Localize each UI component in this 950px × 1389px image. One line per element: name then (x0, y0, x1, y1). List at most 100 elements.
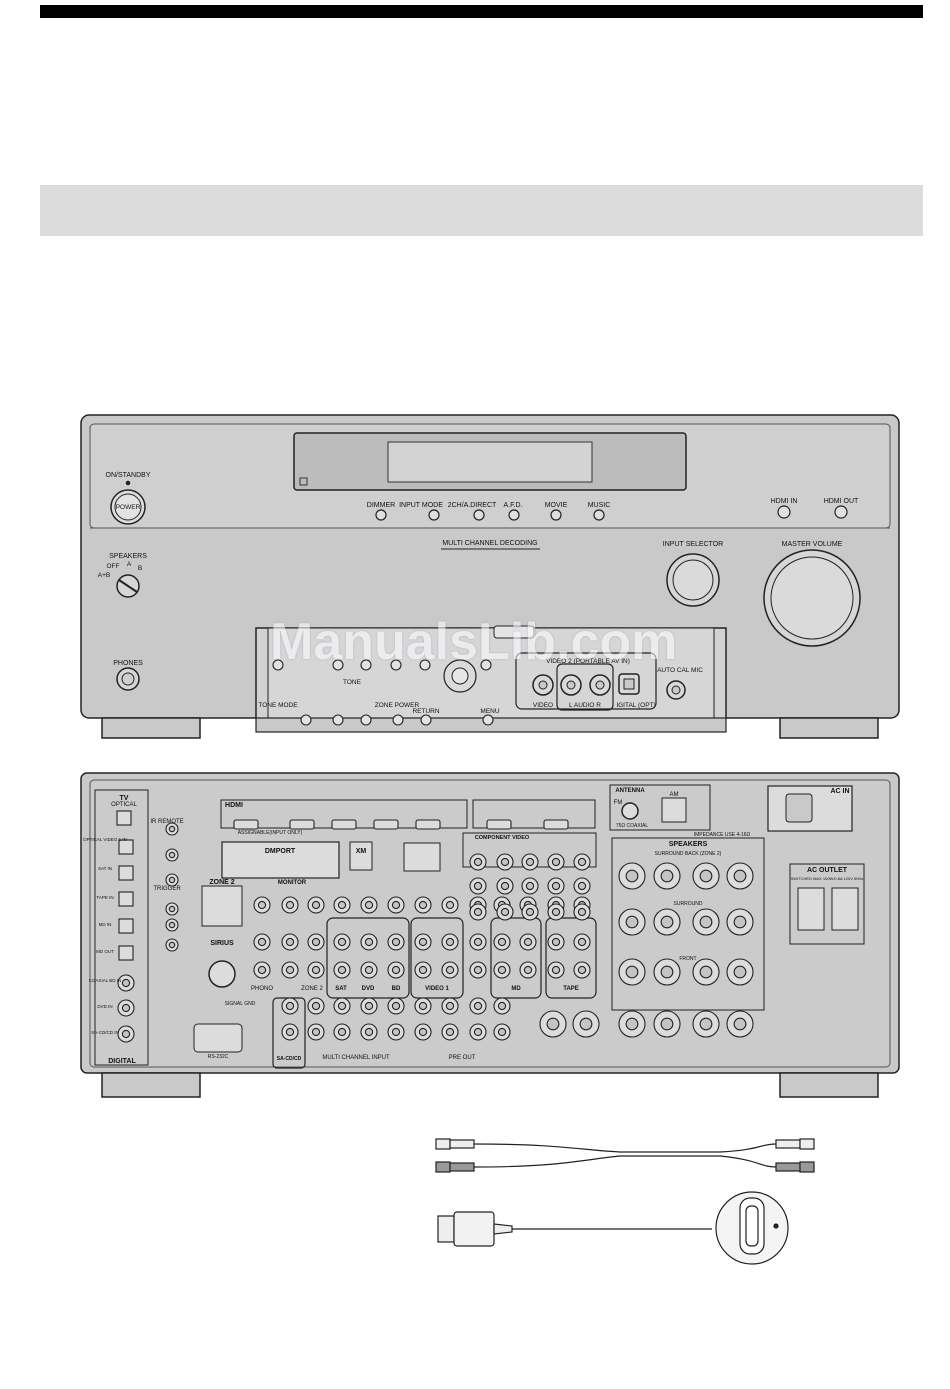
component-jack-0-4-center (577, 857, 587, 867)
rca-lower-1-0-center (285, 1027, 295, 1037)
rca-jack-1-9-center (497, 937, 507, 947)
label-tape: TAPE (563, 986, 579, 992)
component-jack-2-1-center (500, 907, 510, 917)
speaker-terminal-0-1-center (660, 869, 674, 883)
label-phono: PHONO (251, 986, 273, 992)
rca-lower-0-3-center (364, 1001, 374, 1011)
coaxial-jack-0-center (121, 978, 131, 988)
label-speakers-b: B (138, 565, 142, 572)
rca-jack-1-11-center (551, 937, 561, 947)
label-md-out: MD OUT (96, 949, 114, 954)
ir-trigger-jack-3-center (168, 905, 176, 913)
section-heading-band (40, 185, 923, 236)
speaker-terminal-0-3-center (733, 869, 747, 883)
label-multi-channel-input: MULTI CHANNEL INPUT (322, 1055, 390, 1061)
speaker-terminal-3-2-center (699, 1017, 713, 1031)
label-2ch-direct: 2CH/A.DIRECT (448, 502, 497, 509)
speaker-terminal-3-3-center (733, 1017, 747, 1031)
rca-jack-2-10-center (523, 965, 533, 975)
label-ac-in: AC IN (830, 788, 849, 795)
label-tone: TONE (343, 679, 362, 686)
label-input-selector: INPUT SELECTOR (663, 541, 723, 548)
label-tape-in: TAPE IN (96, 895, 113, 900)
rca-jack-0-6-center (418, 900, 428, 910)
cables-illustration (435, 1138, 815, 1265)
rca-jack-1-5-center (391, 937, 401, 947)
hdmi-port-0 (233, 819, 259, 830)
label-sirius: SIRIUS (210, 940, 234, 947)
rca-jack-2-1-center (285, 965, 295, 975)
label-fm: FM (614, 800, 623, 806)
ir-trigger-jack-2-center (168, 876, 176, 884)
rca-lower-1-1-center (311, 1027, 321, 1037)
rca-lower-0-5-center (418, 1001, 428, 1011)
label-auto-cal-mic: AUTO CAL MIC (657, 667, 703, 674)
label-surround: SURROUND (674, 901, 703, 907)
optical-jack-3 (118, 918, 134, 934)
label-video: VIDEO (533, 702, 553, 709)
rca-jack-0-7-center (445, 900, 455, 910)
rear-panel (80, 772, 900, 1098)
label-tv: TV (120, 795, 129, 802)
rca-jack-0-3-center (337, 900, 347, 910)
rca-lower-1-7-center (473, 1027, 483, 1037)
label-phones: PHONES (113, 660, 143, 667)
component-jack-2-3-center (551, 907, 561, 917)
label-front: FRONT (679, 956, 696, 962)
speaker-terminal-1-0-center (625, 915, 639, 929)
label-impedance: IMPEDANCE USE 4-16Ω (694, 832, 751, 838)
label-speakers-off: OFF (107, 563, 120, 570)
label-power: POWER (116, 504, 141, 511)
optical-jack-4 (118, 945, 134, 961)
label-hdmi-in: HDMI IN (771, 498, 798, 505)
rca-jack-2-6-center (418, 965, 428, 975)
speaker-terminal-2-1-center (660, 965, 674, 979)
rear-jacks (116, 810, 754, 1043)
rca-jack-1-8-center (473, 937, 483, 947)
ir-trigger-jack-4-center (168, 921, 176, 929)
optical-jack-2 (118, 891, 134, 907)
rca-lower-1-4-center (391, 1027, 401, 1037)
label-speakers-rear: SPEAKERS (669, 841, 708, 848)
hdmi-port-4 (415, 819, 441, 830)
label-assignable: ASSIGNABLE(INPUT ONLY) (238, 830, 303, 836)
rca-jack-1-10-center (523, 937, 533, 947)
label-afd: A.F.D. (503, 502, 522, 509)
label-video1: VIDEO 1 (425, 986, 449, 992)
label-ac-outlet: AC OUTLET (807, 867, 848, 874)
component-jack-0-1-center (500, 857, 510, 867)
label-video2: VIDEO 2 (PORTABLE AV IN) (546, 658, 630, 665)
label-audio-lr: L AUDIO R (569, 702, 601, 709)
rca-jack-0-5-center (391, 900, 401, 910)
label-digital-opt: IGITAL (OPT) (616, 702, 655, 709)
component-jack-2-2-center (525, 907, 535, 917)
rca-jack-0-1-center (285, 900, 295, 910)
label-sat-in: SAT IN (98, 866, 112, 871)
label-sacd-in: SA-CD/CD IN (91, 1030, 119, 1035)
label-on-standby: ON/STANDBY (106, 472, 151, 479)
hdmi-port-3 (373, 819, 399, 830)
speaker-terminal-2-0-center (625, 965, 639, 979)
label-trigger: TRIGGER (153, 886, 181, 892)
rca-lower-1-2-center (337, 1027, 347, 1037)
rca-jack-2-4-center (364, 965, 374, 975)
label-hdmi: HDMI (225, 802, 243, 809)
optical-tv-jack (116, 810, 132, 826)
label-tone-mode: TONE MODE (258, 702, 298, 709)
label-rs232c: RS-232C (208, 1054, 229, 1060)
label-switched: SWITCHED MAX 100W/0.8A 120V 60Hz (791, 876, 864, 881)
label-speakers: SPEAKERS (109, 553, 147, 560)
label-input-mode: INPUT MODE (399, 502, 443, 509)
label-dvd: DVD (362, 986, 375, 992)
component-jack-1-1-center (500, 881, 510, 891)
ir-trigger-jack-0-center (168, 825, 176, 833)
rca-jack-2-9-center (497, 965, 507, 975)
rca-lower-0-7-center (473, 1001, 483, 1011)
rca-lower-0-2-center (337, 1001, 347, 1011)
component-jack-1-4-center (577, 881, 587, 891)
hdmi-port-1 (289, 819, 315, 830)
coaxial-jack-1-center (121, 1003, 131, 1013)
label-optical-video1: OPTICAL VIDEO 1 IN (83, 837, 127, 842)
rca-jack-1-12-center (577, 937, 587, 947)
label-dmport: DMPORT (265, 848, 296, 855)
